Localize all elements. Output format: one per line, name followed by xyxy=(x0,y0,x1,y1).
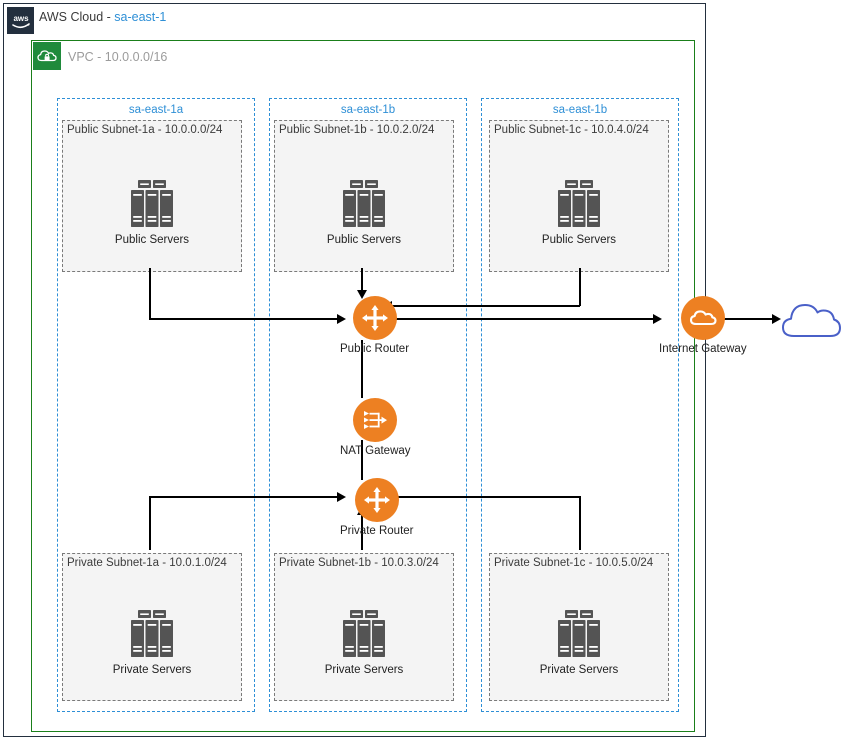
servers-icon xyxy=(131,610,173,657)
availability-zone-2: sa-east-1b xyxy=(269,98,467,712)
servers-icon xyxy=(558,180,600,227)
connector-priv1c-vertical xyxy=(579,496,581,550)
private-subnet-1a: Private Subnet-1a - 10.0.1.0/24 xyxy=(62,553,242,701)
private-router-node[interactable]: Private Router xyxy=(340,478,414,537)
aws-logo-icon: aws xyxy=(7,7,34,34)
arrowhead-priv1a-to-private-router xyxy=(337,492,346,502)
private-servers-group-1c: Private Servers xyxy=(490,609,668,676)
connector-priv1a-horizontal xyxy=(149,496,343,498)
arrowhead-pub1a-to-public-router xyxy=(337,314,346,324)
aws-cloud-title-prefix: AWS Cloud - xyxy=(39,10,115,24)
svg-text:aws: aws xyxy=(13,14,29,23)
private-servers-group-1a: Private Servers xyxy=(63,609,241,676)
aws-region-label: sa-east-1 xyxy=(114,10,167,24)
connector-igw-to-internet xyxy=(705,318,777,320)
aws-cloud-title: AWS Cloud - sa-east-1 xyxy=(39,10,166,24)
servers-caption: Public Servers xyxy=(114,234,190,246)
internet-gateway-icon xyxy=(680,296,725,340)
nat-gateway-icon xyxy=(353,398,398,442)
servers-icon xyxy=(343,180,385,227)
servers-caption: Private Servers xyxy=(324,664,404,676)
router-icon xyxy=(354,478,399,522)
private-router-label: Private Router xyxy=(340,525,414,537)
subnet-label: Private Subnet-1a - 10.0.1.0/24 xyxy=(67,557,227,569)
az-label: sa-east-1a xyxy=(128,104,184,116)
connector-priv1a-vertical xyxy=(149,496,151,550)
servers-caption: Public Servers xyxy=(326,234,402,246)
servers-icon xyxy=(131,180,173,227)
internet-gateway-node[interactable]: Internet Gateway xyxy=(659,296,747,355)
aws-cloud-boundary: aws AWS Cloud - sa-east-1 VPC - 10.0.0.0… xyxy=(3,3,706,737)
connector-pub1a-horizontal xyxy=(149,318,343,320)
servers-icon xyxy=(343,610,385,657)
availability-zone-1: sa-east-1a xyxy=(57,98,255,712)
public-servers-group-1b: Public Servers xyxy=(275,179,453,246)
connector-public-router-to-nat xyxy=(361,340,363,398)
servers-caption: Private Servers xyxy=(539,664,619,676)
subnet-label: Private Subnet-1c - 10.0.5.0/24 xyxy=(494,557,654,569)
connector-pub1a-vertical xyxy=(149,268,151,319)
connector-nat-to-private-router xyxy=(361,440,363,480)
public-subnet-1c: Public Subnet-1c - 10.0.4.0/24 xyxy=(489,120,669,272)
availability-zone-3: sa-east-1b xyxy=(481,98,679,712)
public-servers-group-1a: Public Servers xyxy=(63,179,241,246)
public-subnet-1a: Public Subnet-1a - 10.0.0.0/24 xyxy=(62,120,242,272)
public-servers-group-1c: Public Servers xyxy=(490,179,668,246)
public-subnet-1b: Public Subnet-1b - 10.0.2.0/24 xyxy=(274,120,454,272)
subnet-label: Public Subnet-1b - 10.0.2.0/24 xyxy=(279,124,435,136)
nat-gateway-node[interactable]: NAT Gateway xyxy=(340,398,411,457)
nat-gateway-label: NAT Gateway xyxy=(340,445,411,457)
private-servers-group-1b: Private Servers xyxy=(275,609,453,676)
router-icon xyxy=(352,296,397,340)
az-label: sa-east-1b xyxy=(552,104,608,116)
connector-pub1b-vertical xyxy=(361,268,363,295)
servers-caption: Private Servers xyxy=(112,664,192,676)
servers-caption: Public Servers xyxy=(541,234,617,246)
az-label: sa-east-1b xyxy=(340,104,396,116)
arrowhead-pub1b-to-public-router xyxy=(357,290,367,299)
subnet-label: Private Subnet-1b - 10.0.3.0/24 xyxy=(279,557,439,569)
subnet-label: Public Subnet-1c - 10.0.4.0/24 xyxy=(494,124,649,136)
connector-pub1c-vertical xyxy=(579,268,581,306)
vpc-label: VPC - 10.0.0.0/16 xyxy=(68,50,168,64)
connector-public-router-to-igw xyxy=(386,318,658,320)
arrowhead-to-internet-gateway xyxy=(653,314,662,324)
connector-priv1c-horizontal xyxy=(388,496,580,498)
connector-priv1b-vertical xyxy=(361,512,363,550)
public-router-label: Public Router xyxy=(340,343,410,355)
connector-pub1c-horizontal xyxy=(388,305,580,307)
servers-icon xyxy=(558,610,600,657)
private-subnet-1c: Private Subnet-1c - 10.0.5.0/24 xyxy=(489,553,669,701)
vpc-cloud-lock-icon xyxy=(33,42,61,70)
arrowhead-to-internet xyxy=(772,314,781,324)
private-subnet-1b: Private Subnet-1b - 10.0.3.0/24 xyxy=(274,553,454,701)
public-router-node[interactable]: Public Router xyxy=(340,296,409,355)
internet-gateway-label: Internet Gateway xyxy=(659,343,747,355)
subnet-label: Public Subnet-1a - 10.0.0.0/24 xyxy=(67,124,223,136)
internet-cloud-icon xyxy=(780,296,842,347)
